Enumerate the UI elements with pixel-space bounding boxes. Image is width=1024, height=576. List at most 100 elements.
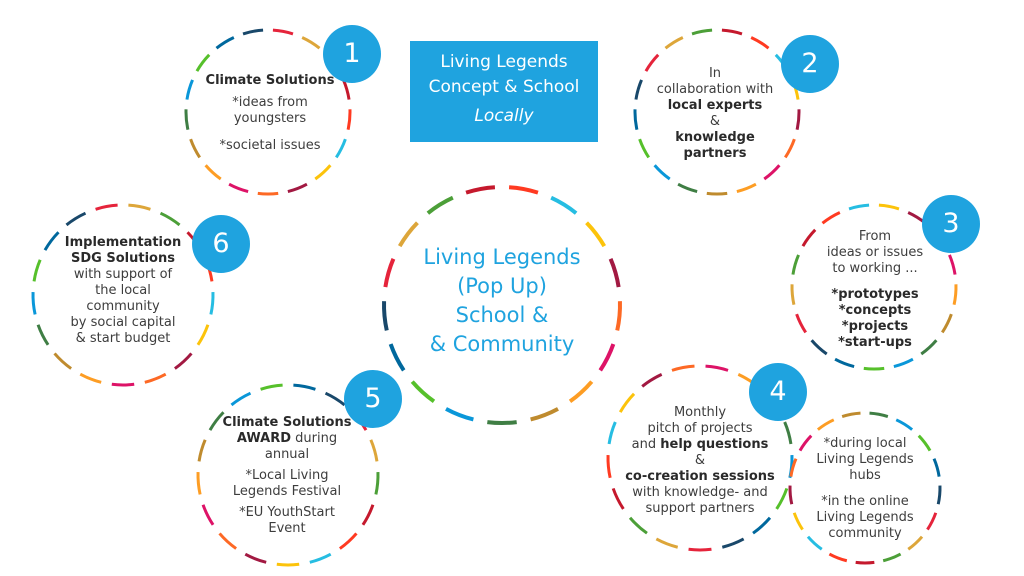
circle-1-line-3: *societal issues [219, 138, 321, 153]
circle-4-ring-segment [752, 516, 772, 535]
circle-3-ring-segment [834, 357, 855, 369]
circle-4-line-3b: help questions [660, 437, 769, 452]
circle-2-bold-2: knowledge [675, 130, 755, 145]
circle-4b-ring-segment [926, 512, 938, 531]
circle-3-ring [790, 203, 958, 371]
circle-1-ring-segment [185, 79, 194, 100]
circle-5-line-1: during [291, 431, 338, 446]
circle-3-ring-segment [791, 254, 800, 275]
circle-4b-ring-segment [936, 485, 942, 505]
circle-1-ring-segment [301, 36, 321, 50]
circle-4b-ring-segment [907, 535, 924, 551]
circle-2-ring-segment [644, 53, 660, 72]
circle-2-ring-segment [763, 164, 781, 181]
center-circle-ring-segment [508, 185, 539, 195]
center-circle-ring [382, 185, 622, 425]
circle-5-ring-segment [369, 439, 379, 462]
circle-4b-line-2: Living Legends [816, 452, 914, 467]
circle-4b-line-6: community [828, 526, 902, 541]
circle-4-ring-segment [783, 421, 793, 445]
circle-2-ring-segment [736, 182, 757, 194]
circle-4b-line-1: *during local [823, 436, 907, 451]
circle-6-ring-segment [79, 372, 102, 384]
circle-4-line-5: with knowledge- and [632, 485, 768, 500]
circle-2-ring-segment [795, 109, 801, 130]
center-circle-ring-segment [615, 301, 622, 331]
center-circle-ring-segment [445, 407, 474, 422]
circle-5-ring-segment [324, 391, 346, 407]
circle-1-heading: Climate Solutions [205, 73, 335, 88]
circle-2-ring-segment [633, 109, 639, 130]
title-line-3: Locally [474, 106, 534, 126]
circle-2-ring-segment [691, 28, 713, 36]
center-circle-ring-segment [382, 301, 389, 331]
circle-4b-ring-segment [932, 458, 941, 477]
circle-6-ring-segment [31, 292, 37, 315]
circle-4b-ring-segment [917, 434, 932, 452]
circle-3-ring-segment [920, 339, 938, 356]
badge-4: 4 [749, 363, 807, 421]
circle-5-ring-segment [208, 411, 225, 431]
circle-5-ring-segment [201, 504, 215, 526]
circle-4-text: Monthly pitch of projects and help quest… [610, 405, 790, 517]
circle-3-line-2: ideas or issues [826, 245, 924, 260]
circle-6-bold-1: Implementation [64, 235, 182, 250]
center-circle-ring-segment [388, 343, 406, 372]
circle-5-ring-segment [230, 391, 252, 407]
circle-4b-line-5: Living Legends [816, 510, 914, 525]
circle-6-line-2: the local [95, 283, 151, 298]
circle-3-text: From ideas or issues to working ... *pro… [801, 229, 949, 351]
circle-5-line-5: *EU YouthStart [239, 505, 335, 520]
circle-6-ring-segment [209, 292, 215, 315]
circle-3-ring-segment [878, 203, 900, 211]
circle-3-ring-segment [801, 228, 817, 247]
circle-6-ring-segment [144, 372, 167, 384]
circle-2-ring-segment [638, 138, 650, 159]
circle-4b-line-3: hubs [849, 468, 881, 483]
circle-4b-ring-segment [798, 434, 813, 452]
circle-6-line-4: by social capital [70, 315, 176, 330]
circle-5-ring-segment [309, 552, 332, 564]
circle-1-ring-segment [335, 138, 347, 159]
circle-2-ring-segment [706, 191, 728, 196]
circle-1-ring-segment [204, 164, 222, 181]
circle-4-line-4: & [694, 453, 706, 468]
circle-4-ring-segment [775, 487, 789, 510]
circle-3-ring-segment [821, 211, 841, 225]
center-circle-ring-segment [585, 221, 607, 248]
circle-4-line-6: support partners [645, 501, 755, 516]
circle-4b-ring-segment [789, 458, 798, 477]
circle-3-item-2: *concepts [838, 303, 912, 318]
circle-4b-ring-segment [792, 512, 804, 531]
center-line-2: (Pop Up) [457, 274, 547, 298]
circle-1-ring-segment [272, 28, 294, 36]
circle-4-ring-segment [721, 537, 745, 549]
circle-1-ring-segment [346, 109, 352, 130]
circle-4-line-3a: and [631, 437, 661, 452]
circle-1-text: Climate Solutions *ideas from youngsters… [195, 73, 345, 154]
badge-1: 1 [323, 25, 381, 83]
circle-6-ring-segment [65, 211, 87, 227]
center-circle-ring-segment [550, 195, 578, 215]
circle-5-bold-1: Climate Solutions [222, 415, 352, 430]
title-line-1: Living Legends [440, 52, 568, 72]
circle-5-ring-segment [374, 472, 380, 495]
center-circle-text: Living Legends (Pop Up) School & & Commu… [392, 243, 612, 359]
circle-2-ring [633, 28, 801, 196]
circle-4b-ring-segment [895, 418, 914, 431]
circle-4-ring-segment [618, 392, 636, 413]
badge-5: 5 [344, 370, 402, 428]
circle-5-line-2: annual [264, 447, 310, 462]
title-box: Living Legends Concept & School Locally [410, 41, 598, 142]
circle-5-ring-segment [276, 562, 300, 567]
center-circle-ring-segment [568, 380, 594, 404]
circle-4b-text: *during local Living Legends hubs *in th… [795, 436, 935, 542]
center-line-4: & Community [429, 332, 575, 356]
circle-5-ring-segment [293, 383, 316, 391]
circle-4-ring [606, 364, 794, 552]
circle-6-ring-segment [196, 324, 210, 346]
circle-1-line-2: youngsters [233, 111, 307, 126]
circle-5-line-3: *Local Living [245, 468, 329, 483]
badge-6: 6 [192, 215, 250, 273]
